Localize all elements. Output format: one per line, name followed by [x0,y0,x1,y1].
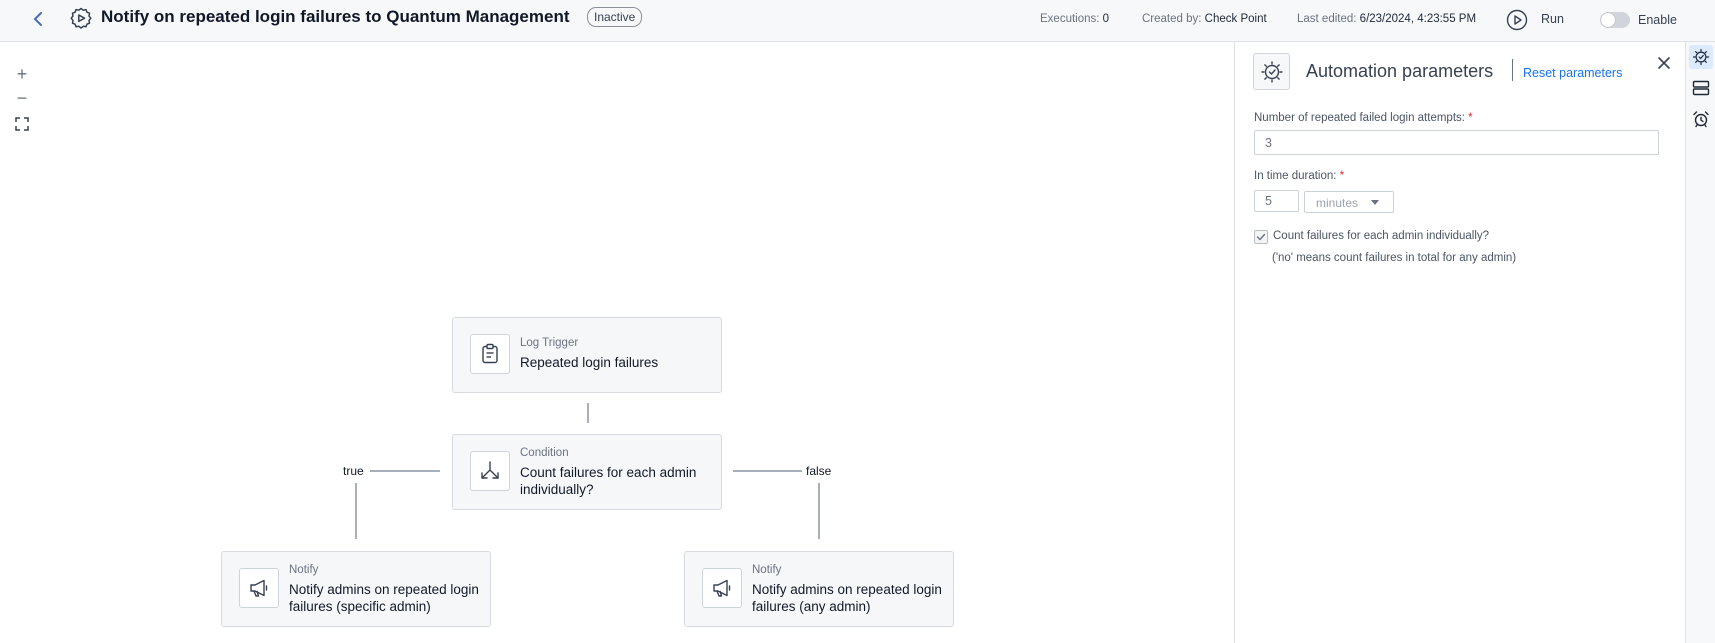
node-label: Repeated login failures [520,355,659,370]
alarm-clock-icon [1693,111,1709,128]
node-notify-specific-admin[interactable]: Notify Notify admins on repeated login f… [221,551,491,627]
run-label[interactable]: Run [1541,12,1564,26]
duration-field-label: In time duration: * [1254,170,1344,182]
top-bar: Notify on repeated login failures to Qua… [0,0,1715,42]
chevron-left-icon [34,12,42,26]
play-circle-icon [1506,9,1528,31]
created-by-value: Check Point [1204,13,1267,25]
automation-icon [1260,60,1283,83]
megaphone-icon [250,579,268,597]
megaphone-icon [713,579,731,597]
automation-icon [1692,48,1710,66]
fit-screen-icon [15,117,29,131]
rail-alarm-button[interactable] [1689,107,1713,131]
close-icon [1658,57,1670,69]
node-condition[interactable]: Condition Count failures for each admin … [452,434,722,510]
duration-input[interactable] [1254,190,1299,212]
enable-toggle[interactable] [1600,12,1630,28]
executions-meta: Executions: 0 [1040,13,1109,25]
node-notify-any-admin[interactable]: Notify Notify admins on repeated login f… [684,551,954,627]
panel-icon-box [1253,53,1290,90]
attempts-input[interactable] [1254,130,1659,155]
automation-gear-icon [68,5,94,31]
attempts-label-text: Number of repeated failed login attempts… [1254,112,1465,124]
created-by-label: Created by: [1142,13,1202,25]
last-edited-meta: Last edited: 6/23/2024, 4:23:55 PM [1297,13,1476,25]
edge-label-true: true [343,464,364,478]
node-label: Notify admins on repeated login failures… [752,582,942,614]
last-edited-label: Last edited: [1297,13,1357,25]
checkmark-icon [1256,233,1266,241]
duration-unit-value: minutes [1316,196,1359,210]
node-icon-box [702,568,742,608]
count-individually-hint: ('no' means count failures in total for … [1272,252,1517,264]
node-type: Condition [520,447,569,459]
required-mark: * [1339,170,1345,182]
page-title: Notify on repeated login failures to Qua… [101,7,570,26]
node-icon-box [470,451,510,491]
zoom-out-button[interactable]: − [16,87,28,108]
executions-value: 0 [1102,13,1110,25]
close-panel-button[interactable] [1653,52,1675,74]
automation-parameters-panel: Automation parameters Reset parameters N… [1234,42,1685,643]
duration-label-text: In time duration: [1254,170,1337,182]
duration-unit-select[interactable]: minutes [1304,191,1394,213]
side-rail [1685,42,1715,643]
count-individually-label: Count failures for each admin individual… [1273,230,1490,242]
node-type: Notify [752,564,782,576]
attempts-field-label: Number of repeated failed login attempts… [1254,112,1473,124]
clipboard-icon [482,343,498,364]
fit-view-button[interactable] [10,112,34,136]
rail-automation-parameters-button[interactable] [1689,45,1713,69]
panel-title: Automation parameters [1306,61,1494,81]
node-icon-box [470,334,510,374]
zoom-in-button[interactable]: + [16,63,28,84]
edge-label-false: false [806,464,832,478]
title-separator [1512,59,1513,81]
run-button[interactable] [1506,9,1528,31]
split-arrows-icon [481,461,499,479]
layout-rows-icon [1692,80,1710,96]
chevron-down-icon [1371,200,1379,205]
back-button[interactable] [28,8,48,30]
count-individually-checkbox[interactable] [1254,230,1268,244]
enable-label: Enable [1638,13,1677,27]
node-label: Count failures for each admin individual… [520,465,697,497]
rail-layout-button[interactable] [1689,76,1713,100]
executions-label: Executions: [1040,13,1100,25]
node-type: Notify [289,564,319,576]
flow-connectors [355,403,820,539]
node-type: Log Trigger [520,337,579,349]
node-label: Notify admins on repeated login failures… [289,582,479,614]
status-badge: Inactive [587,7,643,27]
node-icon-box [239,568,279,608]
reset-parameters-link[interactable]: Reset parameters [1523,66,1623,80]
node-log-trigger[interactable]: Log Trigger Repeated login failures [452,317,722,393]
required-mark: * [1468,112,1473,124]
created-by-meta: Created by: Check Point [1142,13,1267,25]
last-edited-value: 6/23/2024, 4:23:55 PM [1359,13,1477,25]
